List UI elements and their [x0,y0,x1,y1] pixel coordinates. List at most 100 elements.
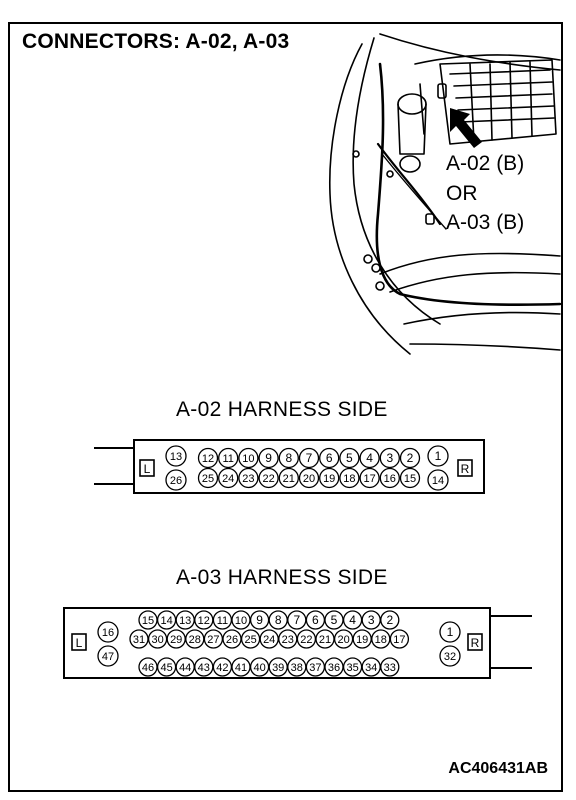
pin-label: 19 [356,634,368,646]
pin-label: 5 [331,613,338,627]
pin-39: 39 [268,657,288,677]
pin-20: 20 [333,629,354,649]
pin-45: 45 [156,657,177,677]
callout-text-or: OR [446,182,478,205]
pin-label: 4 [349,613,356,627]
pin-17: 17 [389,629,410,649]
pin-label: 28 [189,634,201,646]
pin-label: 25 [202,473,214,485]
pin-label: 11 [217,615,228,627]
pin-36: 36 [324,657,344,677]
pin-2: 2 [399,447,421,469]
pin-label: 15 [142,615,154,627]
pin-label: 1 [447,625,454,639]
a02-harness-label: A-02 HARNESS SIDE [176,398,388,421]
pin-label: 3 [368,613,375,627]
pin-20: 20 [298,467,320,489]
pin-label: 24 [222,473,234,485]
pin-17: 17 [359,467,380,489]
pin-label: 47 [102,651,114,663]
pin-11: 11 [218,447,239,469]
pin-label: 21 [283,473,295,485]
pin-label: 35 [346,662,358,674]
pin-8: 8 [278,447,299,469]
pin-label: 15 [404,473,416,485]
pin-label: 2 [386,613,393,627]
callout-text-a03: A-03 (B) [446,211,525,234]
pin-label: 18 [375,634,387,646]
pin-29: 29 [166,629,186,649]
pin-label: 26 [226,634,238,646]
pin-10: 10 [238,447,259,469]
pin-7: 7 [298,447,320,469]
a03-left-mark: L [76,636,83,650]
pin-8: 8 [268,610,288,630]
pin-22: 22 [258,467,279,489]
pin-40: 40 [249,657,270,677]
pin-34: 34 [361,657,381,677]
pin-15: 15 [399,467,421,489]
pin-2: 2 [380,610,400,630]
pin-13: 13 [175,610,195,630]
pin-label: 22 [262,473,274,485]
pin-21: 21 [315,629,335,649]
pin-18: 18 [371,629,391,649]
pin-42: 42 [212,657,233,677]
pin-43: 43 [194,657,214,677]
pin-label: 10 [242,453,254,465]
pin-label: 30 [151,634,163,646]
pin-13: 13 [165,445,187,467]
pin-label: 13 [179,615,191,627]
pin-18: 18 [339,467,360,489]
pin-label: 13 [170,451,182,463]
a03-right-mark: R [471,636,480,650]
pin-12: 12 [194,610,214,630]
pin-4: 4 [342,610,363,630]
pin-3: 3 [379,447,400,469]
pin-30: 30 [147,629,168,649]
pin-5: 5 [339,447,360,469]
pin-31: 31 [129,629,149,649]
pin-label: 20 [337,634,349,646]
pin-label: 4 [366,451,373,465]
engine-bay-illustration [328,33,562,355]
figure-code: AC406431AB [448,760,548,777]
pin-33: 33 [380,657,400,677]
pin-27: 27 [203,629,224,649]
pin-35: 35 [342,657,363,677]
pin-label: 46 [142,662,154,674]
pin-label: 12 [198,615,210,627]
page-title: CONNECTORS: A-02, A-03 [22,30,290,53]
pin-label: 7 [293,613,300,627]
pin-47: 47 [97,645,119,667]
pin-label: 7 [306,451,313,465]
pin-label: 3 [386,451,393,465]
pin-label: 6 [312,613,319,627]
pin-label: 17 [363,473,375,485]
pin-9: 9 [249,610,270,630]
a02-left-mark: L [144,462,151,476]
pin-label: 27 [207,634,219,646]
pin-label: 31 [133,634,145,646]
a02-right-mark: R [461,462,470,476]
pin-label: 39 [272,662,284,674]
pin-label: 36 [328,662,340,674]
pin-label: 25 [244,634,256,646]
pin-label: 1 [435,449,442,463]
pin-label: 14 [160,615,172,627]
pin-25: 25 [197,467,219,489]
pin-19: 19 [352,629,372,649]
pin-label: 42 [216,662,228,674]
pin-label: 16 [384,473,396,485]
pin-label: 43 [198,662,210,674]
pin-label: 9 [256,613,263,627]
pin-label: 2 [407,451,414,465]
pin-14: 14 [156,610,177,630]
pin-label: 26 [170,475,182,487]
pin-38: 38 [287,657,307,677]
pin-label: 11 [222,453,233,465]
pin-label: 12 [202,453,214,465]
pin-24: 24 [259,629,279,649]
